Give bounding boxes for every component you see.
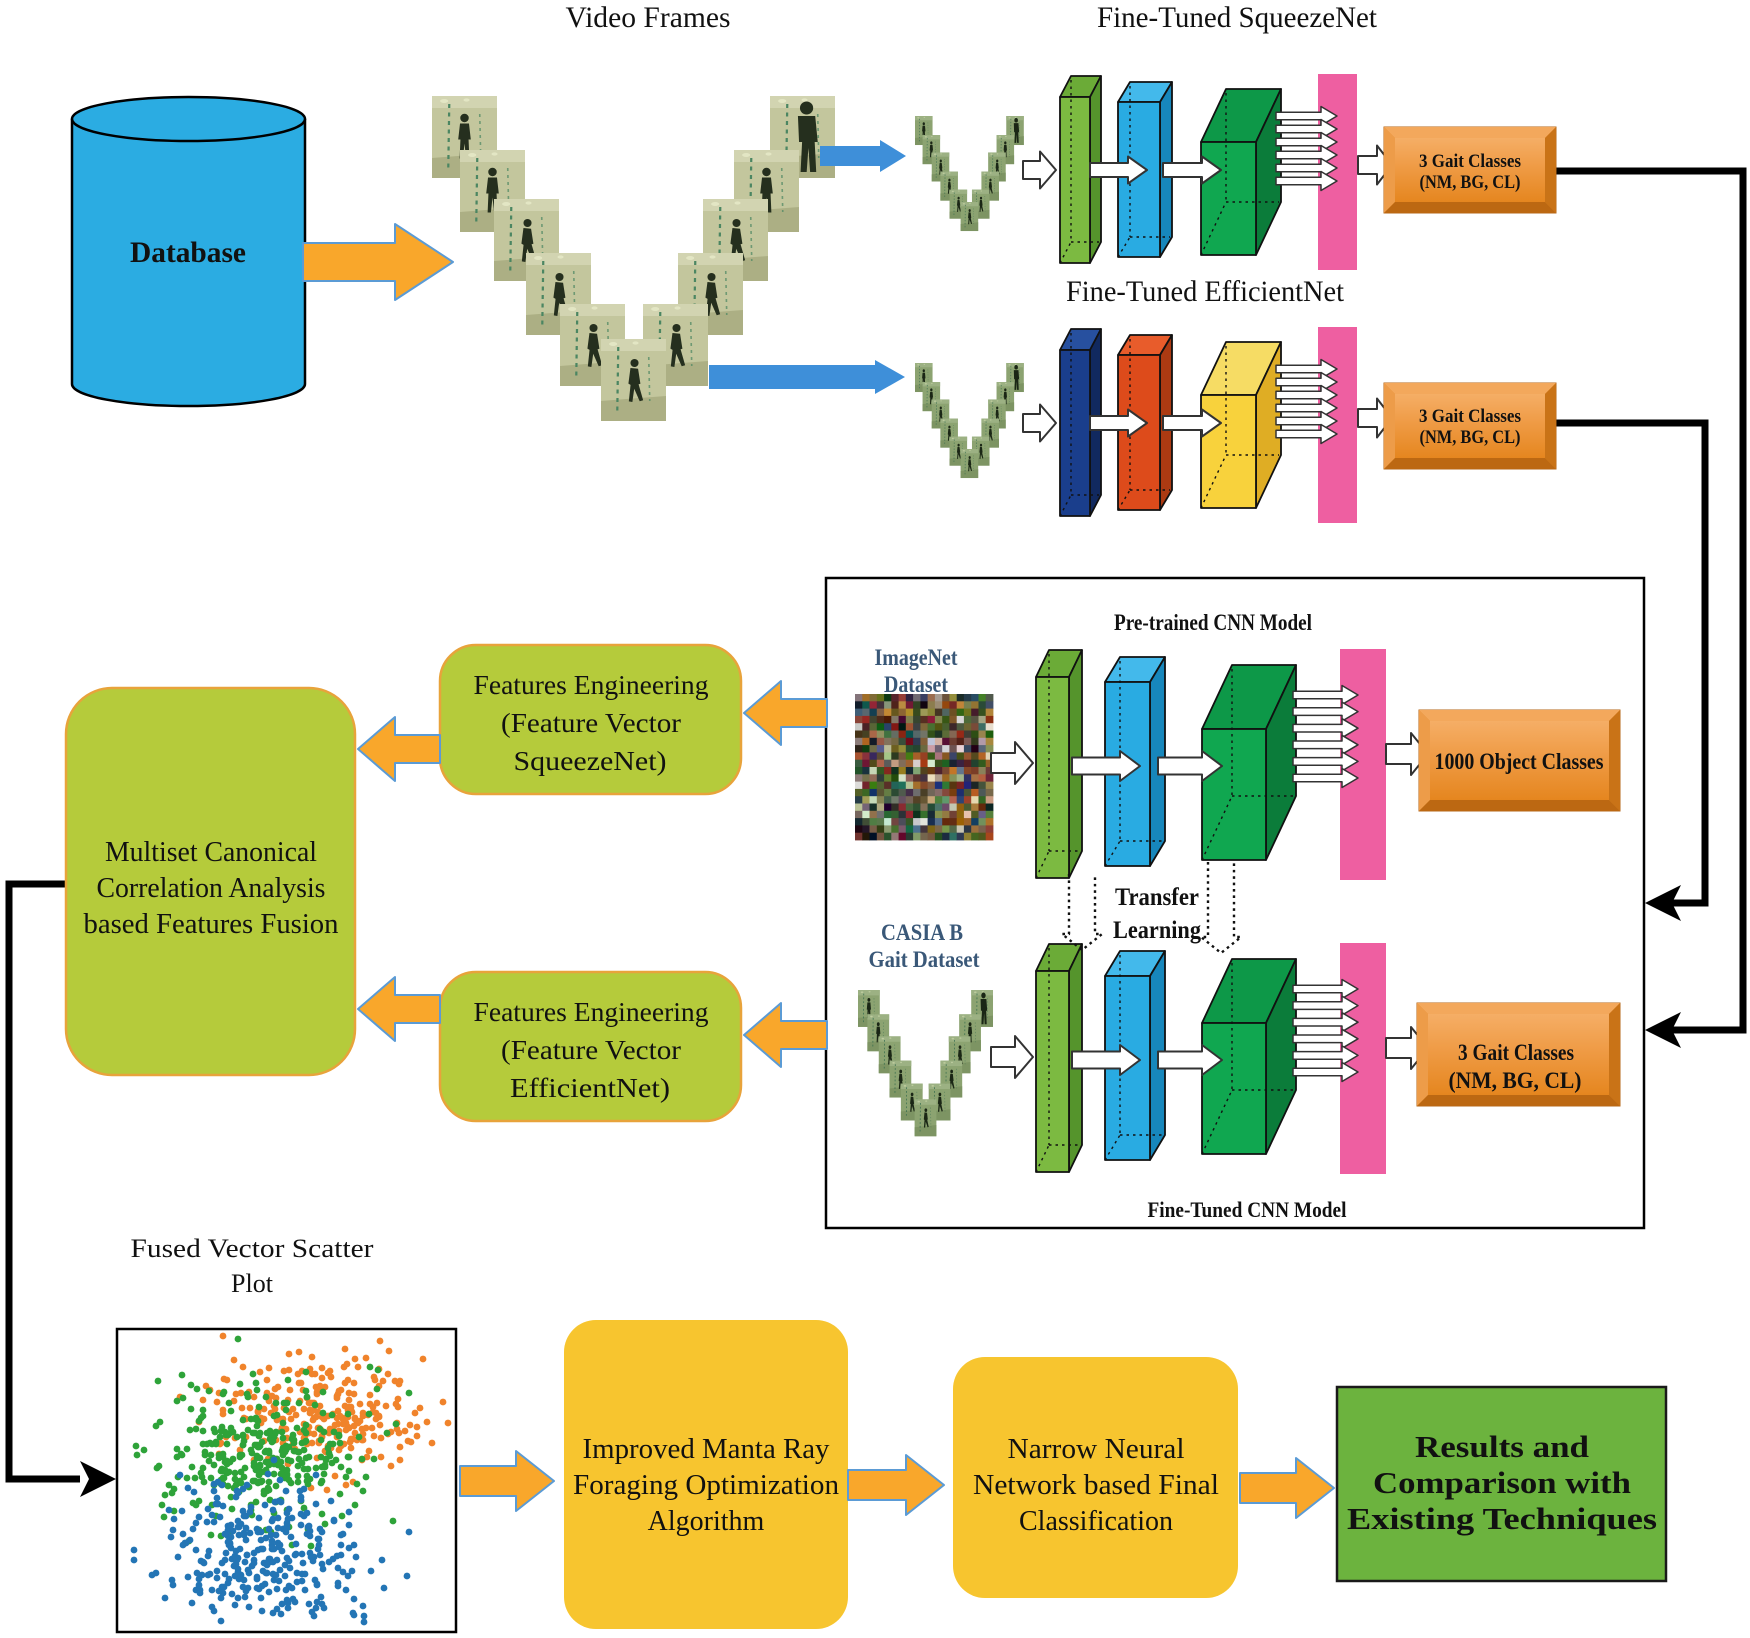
svg-text:Transfer: Transfer bbox=[1115, 884, 1199, 911]
svg-text:1000 Object Classes: 1000 Object Classes bbox=[1435, 749, 1604, 774]
svg-text:Learning: Learning bbox=[1113, 917, 1201, 944]
svg-text:Improved Manta Ray: Improved Manta Ray bbox=[583, 1434, 830, 1465]
svg-text:Network based Final: Network based Final bbox=[973, 1470, 1219, 1501]
svg-text:Foraging Optimization: Foraging Optimization bbox=[573, 1470, 839, 1501]
svg-text:3 Gait Classes: 3 Gait Classes bbox=[1419, 152, 1521, 172]
svg-text:Gait Dataset: Gait Dataset bbox=[869, 947, 980, 972]
svg-text:Comparison with: Comparison with bbox=[1373, 1465, 1631, 1500]
svg-text:Fused Vector Scatter: Fused Vector Scatter bbox=[131, 1234, 374, 1263]
svg-text:Correlation Analysis: Correlation Analysis bbox=[97, 873, 326, 904]
svg-text:(Feature Vector: (Feature Vector bbox=[501, 1034, 681, 1065]
svg-text:ImageNet: ImageNet bbox=[875, 645, 958, 670]
svg-text:Fine-Tuned CNN Model: Fine-Tuned CNN Model bbox=[1148, 1197, 1347, 1222]
svg-text:SqueezeNet): SqueezeNet) bbox=[514, 745, 667, 776]
svg-text:Multiset Canonical: Multiset Canonical bbox=[105, 837, 317, 868]
svg-text:Fine-Tuned SqueezeNet: Fine-Tuned SqueezeNet bbox=[1097, 1, 1378, 34]
svg-text:(NM, BG, CL): (NM, BG, CL) bbox=[1420, 428, 1521, 448]
svg-text:Plot: Plot bbox=[231, 1269, 274, 1298]
svg-text:3 Gait Classes: 3 Gait Classes bbox=[1419, 407, 1521, 427]
svg-text:Algorithm: Algorithm bbox=[648, 1506, 765, 1537]
svg-text:Video Frames: Video Frames bbox=[566, 1, 731, 34]
svg-text:based Features Fusion: based Features Fusion bbox=[84, 909, 339, 940]
svg-text:Dataset: Dataset bbox=[884, 672, 948, 697]
svg-text:(NM, BG, CL): (NM, BG, CL) bbox=[1449, 1068, 1582, 1093]
svg-text:CASIA B: CASIA B bbox=[881, 920, 963, 945]
svg-text:Classification: Classification bbox=[1019, 1506, 1173, 1537]
svg-text:Pre-trained CNN Model: Pre-trained CNN Model bbox=[1114, 610, 1312, 635]
svg-text:EfficientNet): EfficientNet) bbox=[510, 1072, 670, 1103]
svg-text:(NM, BG, CL): (NM, BG, CL) bbox=[1420, 173, 1521, 193]
svg-text:Existing Techniques: Existing Techniques bbox=[1347, 1501, 1657, 1536]
svg-text:Database: Database bbox=[130, 236, 246, 269]
svg-text:Narrow Neural: Narrow Neural bbox=[1008, 1434, 1185, 1465]
svg-text:(Feature Vector: (Feature Vector bbox=[501, 707, 681, 738]
svg-text:3 Gait Classes: 3 Gait Classes bbox=[1458, 1040, 1574, 1065]
svg-text:Features Engineering: Features Engineering bbox=[474, 996, 709, 1027]
svg-text:Results and: Results and bbox=[1415, 1429, 1589, 1464]
svg-text:Features Engineering: Features Engineering bbox=[474, 669, 709, 700]
svg-text:Fine-Tuned EfficientNet: Fine-Tuned EfficientNet bbox=[1066, 275, 1345, 308]
